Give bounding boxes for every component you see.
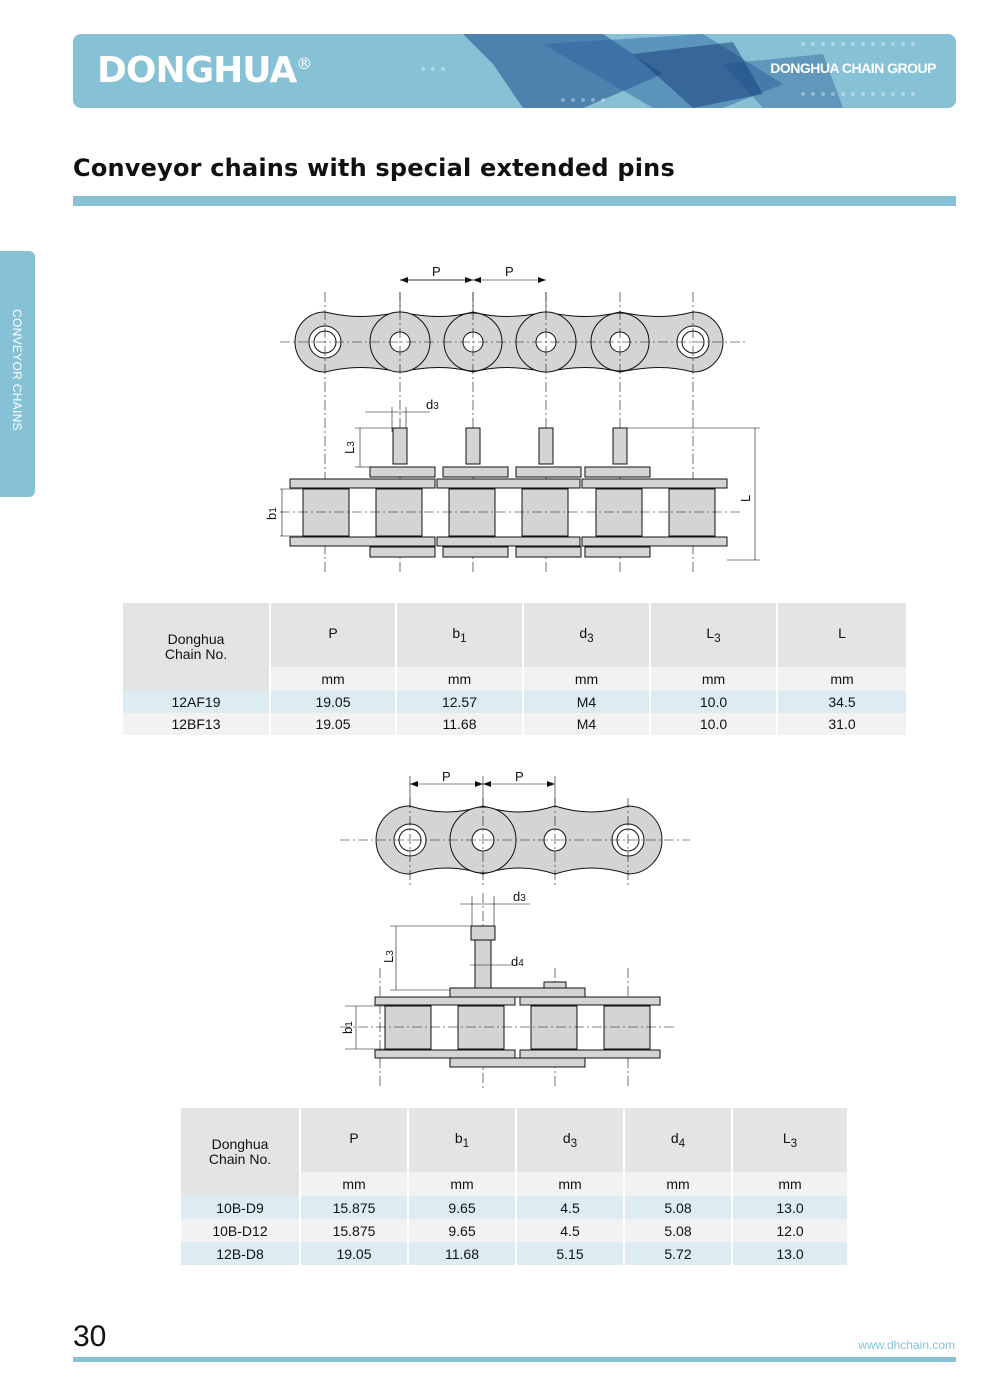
chain-diagram-2: P P d3 d4 L3 b1 <box>340 769 690 1088</box>
side-tab: CONVEYOR CHAINS <box>0 251 35 497</box>
table-cell: M4 <box>524 691 651 713</box>
page-number: 30 <box>73 1320 107 1353</box>
table-2-col-header: d4 <box>625 1108 733 1172</box>
table-row: 10B-D9 15.875 9.65 4.5 5.08 13.0 <box>181 1196 847 1219</box>
table-row: 10B-D12 15.875 9.65 4.5 5.08 12.0 <box>181 1219 847 1242</box>
dim-p-label-2: P <box>505 264 514 279</box>
table-cell: 34.5 <box>778 691 906 713</box>
table-cell: 4.5 <box>517 1219 625 1242</box>
footer-rule <box>73 1357 956 1362</box>
brand-name: DONGHUA <box>97 50 297 91</box>
title-underline <box>73 196 956 206</box>
table-1-col-header: L3 <box>651 603 778 667</box>
table-cell: 13.0 <box>733 1196 847 1219</box>
dim-l-label: L <box>738 495 753 502</box>
dim-b1-label: b1 <box>340 1021 355 1034</box>
table-2-col-header: d3 <box>517 1108 625 1172</box>
table-cell: 15.875 <box>301 1196 409 1219</box>
table-cell: 5.72 <box>625 1242 733 1265</box>
table-1-unit: mm <box>524 667 651 691</box>
table-cell: 19.05 <box>271 713 397 735</box>
table-cell: 5.08 <box>625 1219 733 1242</box>
table-cell: 15.875 <box>301 1219 409 1242</box>
dim-d4-label: d4 <box>511 954 524 969</box>
dim-d3-label: d3 <box>426 397 439 412</box>
table-cell: 5.08 <box>625 1196 733 1219</box>
table-row: 12B-D8 19.05 11.68 5.15 5.72 13.0 <box>181 1242 847 1265</box>
table-cell: 9.65 <box>409 1196 517 1219</box>
table-2-unit: mm <box>517 1172 625 1196</box>
table-1-unit: mm <box>397 667 524 691</box>
dim-p-label-1: P <box>442 769 451 784</box>
dim-p-label-2: P <box>515 769 524 784</box>
table-cell: 10.0 <box>651 691 778 713</box>
table-2-unit: mm <box>733 1172 847 1196</box>
diagram-2-labels: P P d3 d4 L3 b1 <box>340 769 526 1034</box>
dim-p-label-1: P <box>432 264 441 279</box>
table-cell: 12.0 <box>733 1219 847 1242</box>
dim-d3-label: d3 <box>513 889 526 904</box>
table-cell: 12BF13 <box>123 713 271 735</box>
table-1-unit: mm <box>778 667 906 691</box>
table-2-unit: mm <box>625 1172 733 1196</box>
diagram-1-labels: P P d3 L3 b1 L <box>264 264 753 520</box>
table-cell: 12B-D8 <box>181 1242 301 1265</box>
table-cell: 4.5 <box>517 1196 625 1219</box>
table-2-unit: mm <box>301 1172 409 1196</box>
table-cell: 10B-D9 <box>181 1196 301 1219</box>
table-cell: 11.68 <box>397 713 524 735</box>
table-cell: 19.05 <box>271 691 397 713</box>
side-tab-label: CONVEYOR CHAINS <box>10 309 24 431</box>
table-cell: 31.0 <box>778 713 906 735</box>
table-cell: 10.0 <box>651 713 778 735</box>
table-cell: 10B-D12 <box>181 1219 301 1242</box>
table-cell: 5.15 <box>517 1242 625 1265</box>
chain-diagram-1: P P d3 L3 b1 L <box>264 264 760 574</box>
group-name: DONGHUA CHAIN GROUP <box>770 60 936 76</box>
registered-mark: ® <box>296 54 312 73</box>
table-cell: 19.05 <box>301 1242 409 1265</box>
dim-b1-label: b1 <box>264 507 279 520</box>
table-1-unit: mm <box>651 667 778 691</box>
table-1-unit: mm <box>271 667 397 691</box>
page-title: Conveyor chains with special extended pi… <box>73 154 675 182</box>
table-cell: 12AF19 <box>123 691 271 713</box>
table-cell: 11.68 <box>409 1242 517 1265</box>
table-1-unit-row: mm mm mm mm mm <box>123 667 906 691</box>
table-1-col-header: P <box>271 603 397 667</box>
dim-l3-label: L3 <box>381 950 396 963</box>
table-2-col-header: b1 <box>409 1108 517 1172</box>
table-1-col-header: b1 <box>397 603 524 667</box>
table-2-col-header: P <box>301 1108 409 1172</box>
table-cell: 13.0 <box>733 1242 847 1265</box>
table-cell: 9.65 <box>409 1219 517 1242</box>
table-2-col-header: L3 <box>733 1108 847 1172</box>
table-cell: M4 <box>524 713 651 735</box>
table-1-col-header: d3 <box>524 603 651 667</box>
table-row: 12AF19 19.05 12.57 M4 10.0 34.5 <box>123 691 906 713</box>
table-row: 12BF13 19.05 11.68 M4 10.0 31.0 <box>123 713 906 735</box>
banner-artwork <box>421 34 915 108</box>
footer-url[interactable]: www.dhchain.com <box>858 1338 955 1352</box>
table-2-unit-row: mm mm mm mm mm <box>181 1172 847 1196</box>
table-cell: 12.57 <box>397 691 524 713</box>
header-banner: DONGHUA® DONGHUA CHAIN GROUP <box>73 34 956 108</box>
table-2-unit: mm <box>409 1172 517 1196</box>
brand-logo: DONGHUA® <box>97 50 312 91</box>
table-1-col-header: L <box>778 603 906 667</box>
dim-l3-label: L3 <box>342 441 357 454</box>
